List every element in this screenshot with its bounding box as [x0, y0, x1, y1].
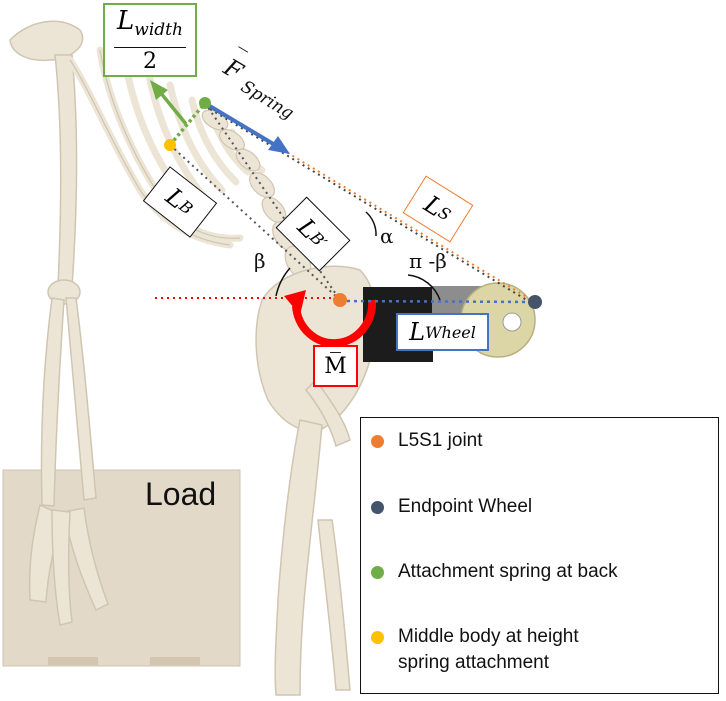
gray-line-lb	[169, 144, 341, 301]
label-pi-beta: π -β	[409, 249, 447, 273]
green-arrow-head	[150, 80, 168, 100]
legend-label-endpoint-wheel: Endpoint Wheel	[398, 496, 533, 517]
label-alpha: α	[380, 224, 394, 248]
legend-item-attachment-spring: Attachment spring at back	[371, 559, 618, 585]
label-width-main: L	[117, 5, 135, 36]
label-beta: β	[254, 249, 266, 273]
legend-dot-attachment-spring	[371, 566, 384, 579]
label-width-sub: width	[134, 19, 183, 40]
skeleton-arm	[9, 20, 109, 626]
skeleton-pelvis-leg	[255, 265, 377, 696]
spring-force-arrow	[206, 103, 277, 147]
endpoint-wheel-hub	[502, 312, 522, 332]
label-f-spring-sub: Spring	[237, 77, 297, 124]
point-middle-body	[164, 139, 176, 151]
label-width-fraction-bar	[114, 46, 186, 49]
horizontal-blue-line	[339, 299, 536, 304]
orange-line-ls	[204, 102, 536, 303]
label-width-denominator: 2	[143, 49, 157, 75]
legend-item-middle-body: Middle body at height spring attachment	[371, 624, 579, 676]
moment-arrow-head	[284, 290, 306, 315]
label-moment: M̅	[324, 353, 347, 379]
label-lwheel-sub: Wheel	[425, 322, 476, 342]
legend-label-middle-body: Middle body at height spring attachment	[398, 624, 579, 676]
legend-label-attachment-spring: Attachment spring at back	[398, 561, 618, 582]
point-l5s1-joint	[333, 293, 347, 307]
legend-label-middle-body-line2: spring attachment	[398, 652, 550, 673]
load-label: Load	[145, 476, 216, 512]
angle-beta-arc	[275, 267, 291, 297]
label-box-width: Lwidth 2	[103, 3, 197, 77]
label-width-numerator: Lwidth	[117, 6, 183, 45]
spring-force-arrow-head	[268, 136, 290, 154]
label-lwheel-main: L	[409, 318, 426, 346]
legend: L5S1 joint Endpoint Wheel Attachment spr…	[360, 417, 719, 694]
angle-alpha-arc	[365, 211, 377, 237]
label-box-moment: M̅	[313, 345, 358, 387]
green-arrow	[158, 90, 188, 126]
legend-label-middle-body-line1: Middle body at height	[398, 626, 579, 647]
point-endpoint-wheel	[528, 295, 542, 309]
legend-label-l5s1: L5S1 joint	[398, 430, 483, 451]
legend-item-l5s1: L5S1 joint	[371, 428, 483, 454]
legend-dot-endpoint-wheel	[371, 501, 384, 514]
legend-dot-middle-body	[371, 631, 384, 644]
moment-arc	[292, 299, 377, 348]
legend-item-endpoint-wheel: Endpoint Wheel	[371, 494, 532, 520]
load-box-handle-left	[48, 657, 98, 665]
load-box-handle-right	[150, 657, 200, 665]
angle-pi-beta-arc	[407, 274, 441, 301]
label-f-spring: F Spring ‾	[218, 44, 297, 124]
legend-dot-l5s1	[371, 435, 384, 448]
gray-line-spring	[204, 105, 536, 306]
point-spring-attachment	[199, 97, 211, 109]
